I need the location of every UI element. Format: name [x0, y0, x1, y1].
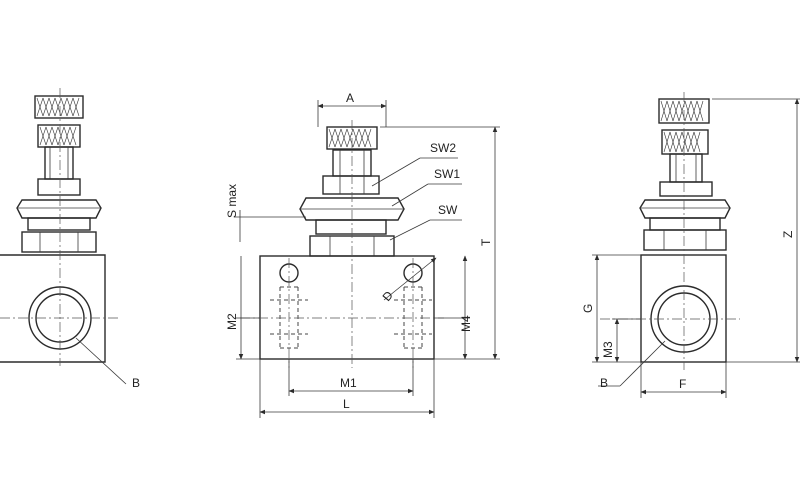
label-a: A	[346, 91, 354, 105]
label-f: F	[679, 377, 686, 391]
label-m3: M3	[601, 341, 615, 358]
label-b-right: B	[600, 376, 608, 390]
label-sw: SW	[438, 203, 458, 217]
label-d: D	[380, 288, 397, 304]
label-s-max: S max	[225, 184, 239, 218]
right-side-view: Z G M3 B F	[581, 92, 800, 398]
label-m1: M1	[340, 376, 357, 390]
label-sw2: SW2	[430, 141, 456, 155]
label-t: T	[479, 238, 493, 246]
center-front-view: A SW2 SW1 SW S max D T M2 M4	[225, 91, 500, 418]
label-b-left: B	[132, 376, 140, 390]
label-g: G	[581, 304, 595, 313]
label-z: Z	[781, 231, 795, 238]
label-m4: M4	[459, 315, 473, 332]
left-side-view: B	[0, 88, 140, 390]
label-m2: M2	[225, 313, 239, 330]
label-sw1: SW1	[434, 167, 460, 181]
label-l: L	[343, 397, 350, 411]
